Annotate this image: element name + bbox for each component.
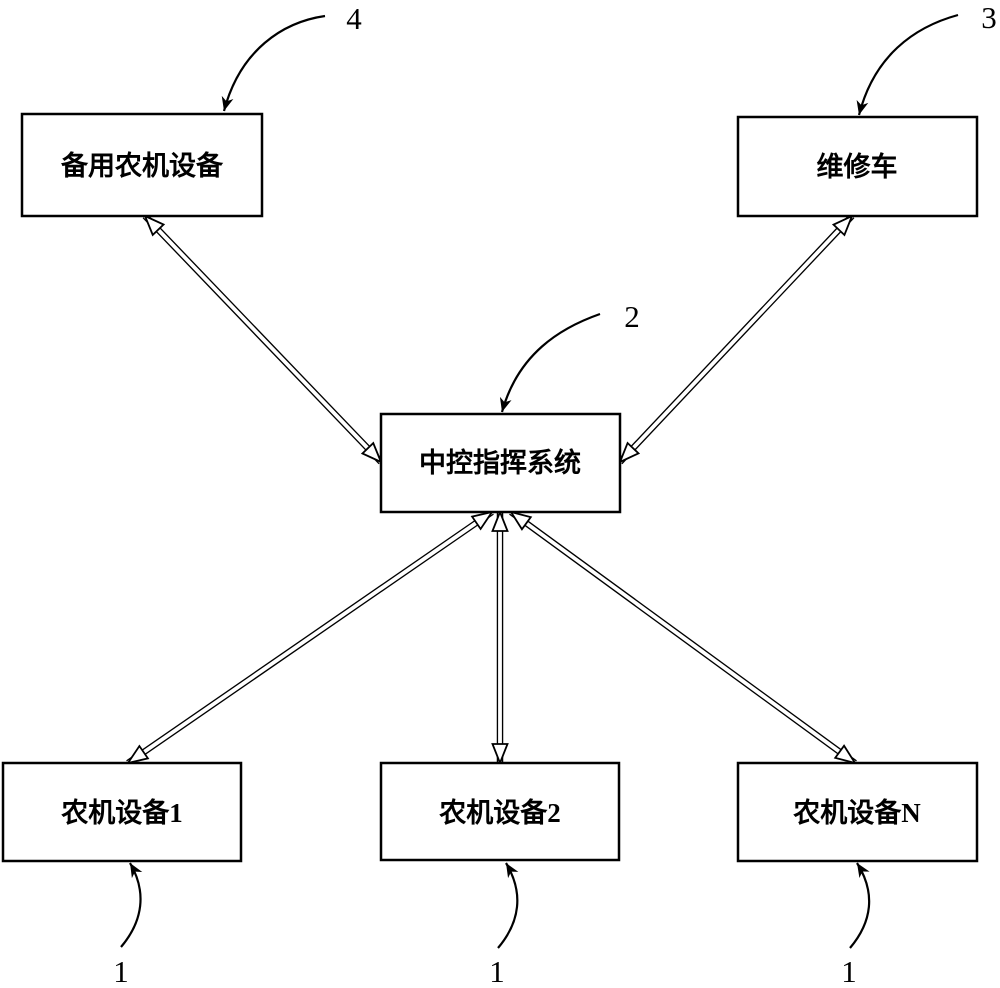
node-machine-2: 农机设备2 <box>379 761 621 862</box>
ref-1-machine-n-label: 1 <box>841 954 857 988</box>
node-machine-n: 农机设备N <box>736 761 979 863</box>
ref-pointer-1-machine-2: 1 <box>489 862 519 988</box>
node-repair-vehicle-label: 维修车 <box>817 151 898 182</box>
node-machine-1-label: 农机设备1 <box>60 798 183 828</box>
ref-3-leader-arrow <box>856 13 959 116</box>
node-backup-equipment: 备用农机设备 <box>20 112 264 218</box>
ref-4-leader-arrow <box>221 14 326 112</box>
ref-3-label: 3 <box>981 0 997 35</box>
ref-pointer-1-machine-n: 1 <box>841 862 871 988</box>
ref-pointer-2: 2 <box>499 299 640 413</box>
node-central-control-label: 中控指挥系统 <box>419 447 581 478</box>
ref-2-leader-arrow <box>499 312 601 413</box>
node-backup-equipment-label: 备用农机设备 <box>60 151 224 181</box>
edge-central-backup <box>142 213 384 465</box>
node-repair-vehicle: 维修车 <box>736 115 979 218</box>
edge-central-machine-n <box>509 509 857 766</box>
node-central-control: 中控指挥系统 <box>379 412 622 514</box>
ref-1-machine-n-leader-arrow <box>849 862 871 949</box>
node-machine-2-label: 农机设备2 <box>438 798 561 828</box>
ref-4-label: 4 <box>346 1 362 36</box>
node-machine-n-label: 农机设备N <box>792 798 921 828</box>
ref-1-machine-1-label: 1 <box>113 954 129 988</box>
ref-1-machine-1-leader-arrow <box>120 862 143 948</box>
ref-pointer-4: 4 <box>221 1 362 112</box>
node-machine-1: 农机设备1 <box>1 761 243 863</box>
ref-2-label: 2 <box>624 299 640 334</box>
ref-pointer-1-machine-1: 1 <box>113 862 143 988</box>
ref-pointer-3: 3 <box>856 0 997 116</box>
edge-central-machine-1 <box>125 509 495 766</box>
ref-1-machine-2-label: 1 <box>489 954 505 988</box>
ref-1-machine-2-leader-arrow <box>497 862 519 949</box>
edge-central-repair-vehicle <box>617 213 855 465</box>
